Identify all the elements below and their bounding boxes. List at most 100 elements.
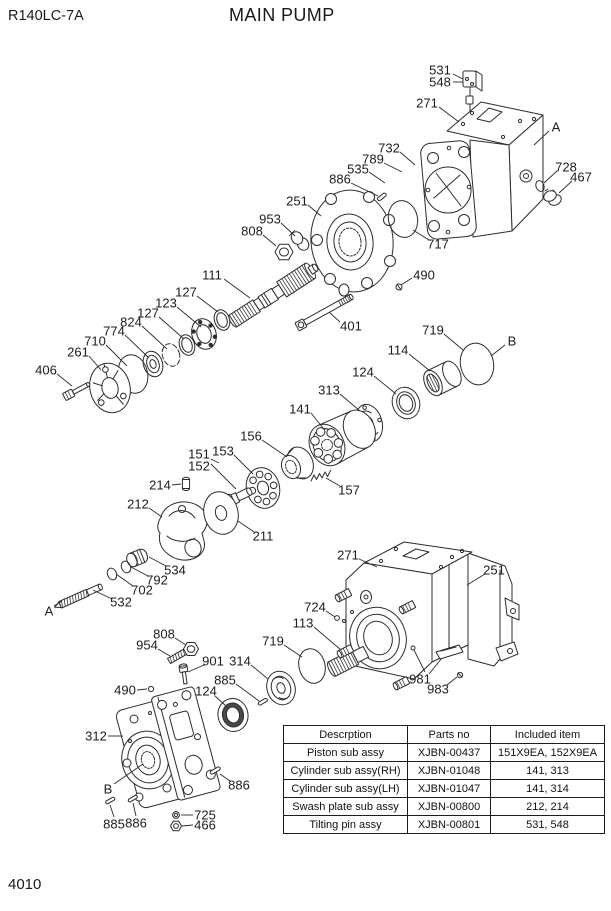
callout-114: 114 <box>388 343 409 358</box>
leader-886 <box>132 802 137 817</box>
part-983-rivet <box>456 671 464 679</box>
model-code: R140LC-7A <box>8 8 84 24</box>
leader-466 <box>181 824 194 827</box>
callout-725: 725 <box>194 808 216 823</box>
callout-A: A <box>45 604 54 619</box>
part-251-cover-front <box>310 189 396 297</box>
callout-710: 710 <box>84 334 106 349</box>
part-467-plug <box>543 188 562 206</box>
part-531-548-tilting-pin-valve <box>462 70 483 113</box>
part-111-drive-shaft <box>228 262 319 328</box>
table-cell: Swash plate sub assy <box>283 797 408 816</box>
callout-953: 953 <box>259 212 281 227</box>
part-885-pin-bottom <box>105 796 116 805</box>
leader-B <box>113 763 144 785</box>
callout-719: 719 <box>262 634 284 649</box>
leader-313 <box>339 393 361 412</box>
page-number: 4010 <box>8 876 42 893</box>
part-724-pin <box>334 615 340 621</box>
part-717-o-ring <box>387 200 419 238</box>
leader-113 <box>313 626 342 651</box>
assembly-3-front-cover <box>105 642 296 832</box>
leader-532 <box>92 589 113 600</box>
callout-548: 548 <box>429 75 451 90</box>
table-cell: XJBN-01047 <box>407 779 491 798</box>
callout-211: 211 <box>253 529 274 544</box>
part-211-shoe-plate <box>203 491 239 535</box>
leader-983 <box>446 676 458 686</box>
callout-111: 111 <box>202 268 222 283</box>
leader-211 <box>237 520 255 533</box>
leader-B <box>490 344 506 357</box>
callout-732: 732 <box>378 141 400 156</box>
callout-A: A <box>552 120 561 135</box>
leader-127 <box>158 316 185 340</box>
leader-157 <box>325 477 341 487</box>
callout-490: 490 <box>413 268 435 283</box>
leader-702 <box>115 573 134 587</box>
leader-124 <box>373 375 397 395</box>
leader-124 <box>214 695 227 707</box>
part-886-pin-right <box>209 766 221 775</box>
table-cell: XJBN-00801 <box>407 815 491 834</box>
callout-724: 724 <box>304 600 326 615</box>
leader-717 <box>412 229 430 241</box>
callout-885: 885 <box>103 817 125 832</box>
leader-792 <box>130 566 149 577</box>
leader-886 <box>350 182 379 197</box>
part-124-bearing-race <box>391 386 421 420</box>
table-header-cell: Parts no <box>407 725 491 744</box>
leader-710 <box>105 344 128 367</box>
table-cell: 212, 214 <box>490 797 605 816</box>
leader-152 <box>210 463 237 490</box>
callout-251: 251 <box>483 563 505 578</box>
leader-151 <box>210 458 220 464</box>
callout-layer: 531548271A732789728467535886251717953808… <box>35 63 592 833</box>
callout-808: 808 <box>153 627 175 642</box>
callout-885: 885 <box>214 673 236 688</box>
callout-792: 792 <box>146 573 168 588</box>
assembly-2-main-pump-rear <box>326 541 520 691</box>
table-cell: XJBN-00437 <box>407 743 491 762</box>
leader-808 <box>174 637 187 646</box>
callout-124: 124 <box>195 684 217 699</box>
leader-401 <box>328 311 341 323</box>
part-156-spherical-bush <box>280 446 314 480</box>
leader-789 <box>383 162 403 173</box>
table-header-cell: Included item <box>490 725 605 744</box>
part-728-o-ring <box>535 180 545 192</box>
part-885-pin-top <box>257 697 268 706</box>
table-cell: 531, 548 <box>490 815 605 834</box>
page-title: MAIN PUMP <box>229 5 335 25</box>
part-261-seal-cover <box>89 362 131 414</box>
callout-719: 719 <box>422 323 444 338</box>
table-cell: Cylinder sub assy(RH) <box>283 761 408 780</box>
leader-127 <box>196 295 219 313</box>
leader-271 <box>438 106 460 123</box>
callout-717: 717 <box>427 237 449 252</box>
leader-719 <box>443 333 464 351</box>
leader-535 <box>368 171 386 184</box>
callout-153: 153 <box>212 444 234 459</box>
callout-127: 127 <box>175 285 197 300</box>
leader-531 <box>452 73 464 80</box>
callout-535: 535 <box>347 162 369 177</box>
callout-124: 124 <box>352 365 374 380</box>
callout-312: 312 <box>85 729 107 744</box>
leader-114 <box>408 353 431 372</box>
callout-954: 954 <box>136 638 158 653</box>
callout-531: 531 <box>429 63 451 78</box>
leader-981 <box>428 657 443 675</box>
leader-490 <box>400 277 413 286</box>
callout-466: 466 <box>194 818 216 833</box>
table-cell: 151X9EA, 152X9EA <box>490 743 605 762</box>
part-114-roller-bearing <box>423 360 462 397</box>
callout-824: 824 <box>120 315 142 330</box>
leader-732 <box>399 151 416 166</box>
callout-271: 271 <box>337 548 359 563</box>
